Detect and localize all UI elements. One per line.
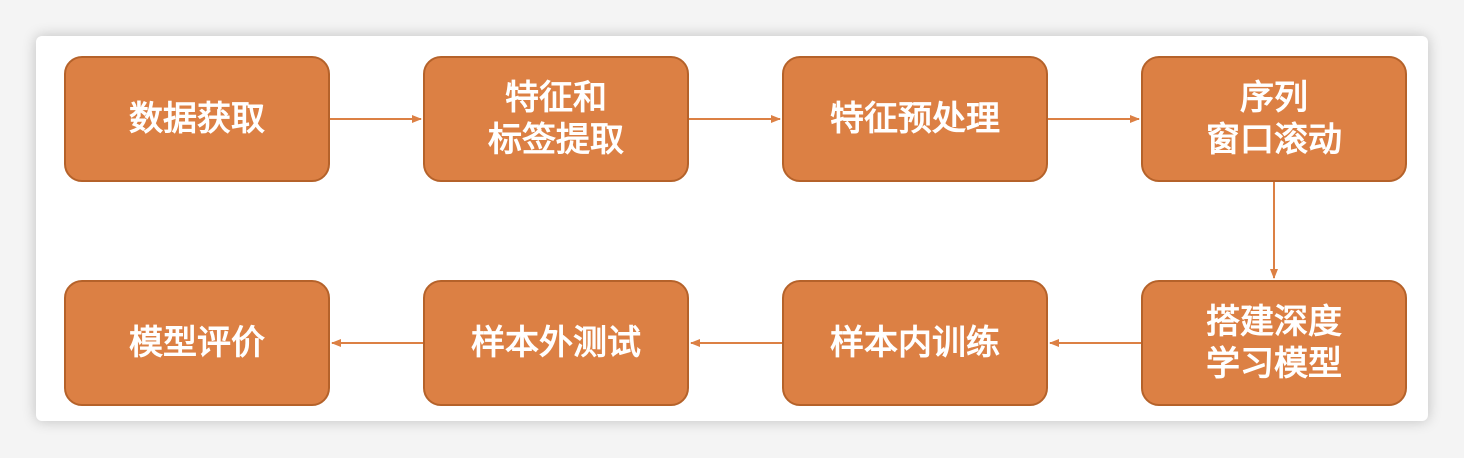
- node-build-deep-learning-model: 搭建深度 学习模型: [1141, 280, 1407, 406]
- node-in-sample-training: 样本内训练: [782, 280, 1048, 406]
- node-label: 模型评价: [129, 323, 265, 363]
- node-label: 样本内训练: [830, 323, 1000, 363]
- node-sequence-window-rolling: 序列 窗口滚动: [1141, 56, 1407, 182]
- node-label: 特征预处理: [830, 99, 1000, 139]
- node-out-of-sample-testing: 样本外测试: [423, 280, 689, 406]
- node-model-evaluation: 模型评价: [64, 280, 330, 406]
- node-label: 序列 窗口滚动: [1206, 78, 1342, 160]
- node-label: 搭建深度 学习模型: [1206, 302, 1342, 384]
- node-label: 样本外测试: [471, 323, 641, 363]
- node-data-acquisition: 数据获取: [64, 56, 330, 182]
- node-feature-preprocessing: 特征预处理: [782, 56, 1048, 182]
- node-label: 数据获取: [129, 99, 265, 139]
- node-feature-label-extraction: 特征和 标签提取: [423, 56, 689, 182]
- node-label: 特征和 标签提取: [488, 78, 624, 160]
